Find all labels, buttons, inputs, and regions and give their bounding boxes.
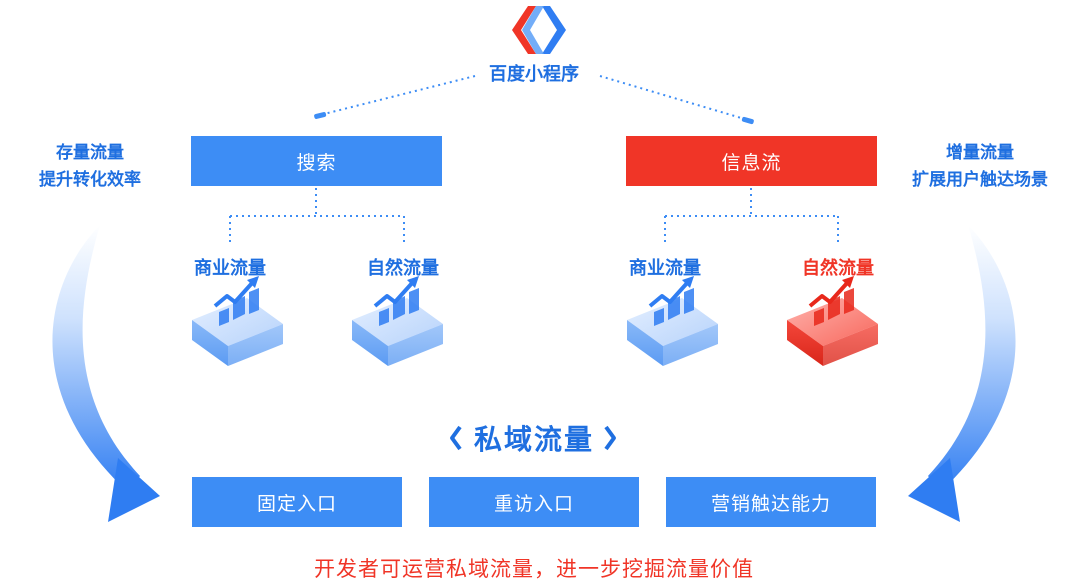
brand-name: 百度小程序: [489, 64, 579, 85]
brand-connector-lines: [319, 75, 749, 121]
traffic-chart-icon: [352, 276, 443, 366]
left-note: 存量流量 提升转化效率: [10, 140, 170, 194]
right-note-line2: 扩展用户触达场景: [912, 170, 1048, 190]
connector-end-right: [741, 116, 754, 125]
channel-feed: 信息流: [626, 136, 877, 186]
entry-fixed: 固定入口: [192, 477, 402, 527]
connector-end-left: [314, 112, 327, 119]
right-curved-arrow: [908, 225, 1016, 522]
right-note: 增量流量 扩展用户触达场景: [900, 140, 1060, 194]
traffic-icons: [192, 276, 878, 366]
search-natural-label: 自然流量: [367, 258, 439, 279]
traffic-chart-icon: [192, 276, 283, 366]
left-note-line1: 存量流量: [56, 143, 124, 163]
channel-search: 搜索: [191, 136, 442, 186]
traffic-chart-icon: [627, 276, 718, 366]
traffic-chart-icon: [787, 276, 878, 366]
entry-revisit: 重访入口: [429, 477, 639, 527]
feed-commercial-label: 商业流量: [629, 258, 701, 279]
left-note-line2: 提升转化效率: [39, 170, 141, 190]
baidu-smart-program-logo-icon: [512, 6, 566, 54]
channel-tree-lines: [229, 188, 839, 242]
footer-caption: 开发者可运营私域流量，进一步挖掘流量价值: [314, 557, 754, 581]
entry-marketing-reach: 营销触达能力: [666, 477, 876, 527]
left-curved-arrow: [52, 225, 160, 522]
feed-natural-label: 自然流量: [802, 258, 874, 279]
search-commercial-label: 商业流量: [194, 258, 266, 279]
title-chevrons: [450, 425, 616, 451]
private-domain-title: 私域流量: [473, 423, 594, 456]
right-note-line1: 增量流量: [946, 143, 1014, 163]
